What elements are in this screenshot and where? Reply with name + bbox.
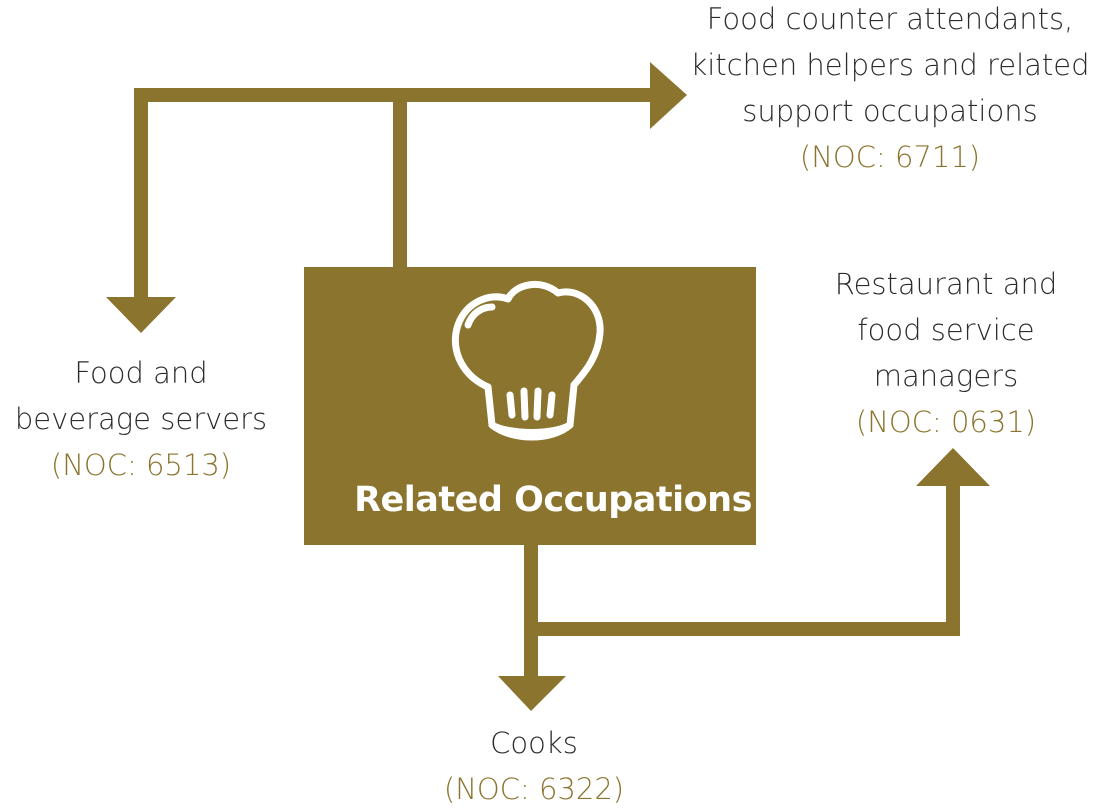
occupation-food-beverage-servers: Food and beverage servers (NOC: 6513): [0, 350, 341, 488]
arrowhead-down-bottom: [498, 676, 566, 711]
occupation-name-line: managers: [873, 359, 1019, 393]
occupation-name-line: support occupations: [742, 94, 1038, 128]
arrowhead-up-right: [916, 448, 990, 486]
occupation-restaurant-managers: Restaurant and food service managers (NO…: [746, 261, 1106, 445]
noc-code: (NOC: 0631): [855, 405, 1037, 439]
chef-hat-icon: [451, 280, 604, 441]
noc-code: (NOC: 6322): [443, 772, 625, 806]
noc-code: (NOC: 6513): [50, 448, 232, 482]
occupation-name-line: kitchen helpers and related: [690, 48, 1090, 82]
center-box: [304, 267, 756, 545]
arrowhead-down-left: [106, 297, 176, 333]
arrow-to-cooks-and-managers: [524, 482, 960, 680]
center-title: Related Occupations: [354, 480, 752, 520]
occupation-name-line: food service: [857, 313, 1035, 347]
noc-code: (NOC: 6711): [799, 140, 981, 174]
occupation-food-counter: Food counter attendants, kitchen helpers…: [590, 0, 1106, 180]
occupation-name-line: Restaurant and: [834, 267, 1058, 301]
arrowhead-right: [650, 62, 687, 129]
occupation-name-line: Cooks: [490, 726, 578, 760]
occupation-name-line: beverage servers: [14, 402, 268, 436]
arrow-to-food-counter: [134, 88, 655, 300]
occupation-cooks: Cooks (NOC: 6322): [334, 720, 734, 812]
occupation-name-line: Food and: [74, 356, 208, 390]
occupation-name-line: Food counter attendants,: [706, 2, 1074, 36]
